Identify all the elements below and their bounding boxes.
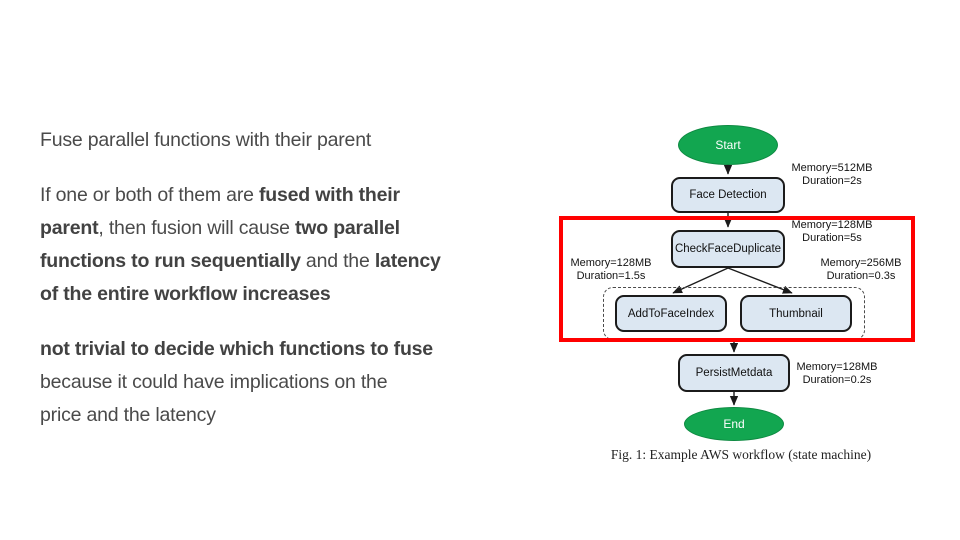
text-segment: price and the latency <box>40 404 216 426</box>
face-detection-duration: Duration=2s <box>802 175 862 187</box>
thumbnail-node: Thumbnail <box>740 295 852 332</box>
check-face-duplicate-label: CheckFaceDuplicate <box>674 243 782 255</box>
text-line: price and the latency <box>40 399 520 432</box>
bold-text-segment: parent <box>40 217 99 239</box>
thumbnail-label: Thumbnail <box>769 307 823 320</box>
add-to-face-index-node: AddToFaceIndex <box>615 295 727 332</box>
add-to-face-index-duration: Duration=1.5s <box>576 270 646 282</box>
start-node-label: Start <box>715 138 741 152</box>
text-line: not trivial to decide which functions to… <box>40 333 520 366</box>
face-detection-node: Face Detection <box>671 177 785 213</box>
text-segment: Fuse parallel functions with their paren… <box>40 129 372 151</box>
persist-metdata-label: PersistMetdata <box>695 367 773 379</box>
text-segment: because it could have implications on th… <box>40 371 388 393</box>
diagram-arrows <box>672 164 793 406</box>
start-node: Start <box>678 125 778 165</box>
check-face-duplicate-duration: Duration=5s <box>802 232 862 244</box>
bold-text-segment: not trivial to decide which functions to… <box>40 338 433 360</box>
text-line: of the entire workflow increases <box>40 278 520 311</box>
add-to-face-index-memory: Memory=128MB <box>570 257 652 269</box>
add-to-face-index-annotation: Memory=128MB Duration=1.5s <box>570 257 651 283</box>
arrow-check-face-duplicate-to-thumbnail <box>727 267 793 294</box>
arrow-check-face-duplicate-to-add-to-face-index <box>672 267 729 294</box>
end-node-label: End <box>723 417 745 431</box>
thumbnail-duration: Duration=0.3s <box>826 270 896 282</box>
bold-text-segment: two parallel <box>295 217 400 239</box>
check-face-duplicate-memory: Memory=128MB <box>791 219 873 231</box>
thumbnail-memory: Memory=256MB <box>820 257 902 269</box>
left-text: Fuse parallel functions with their paren… <box>40 124 520 432</box>
text-line: If one or both of them are fused with th… <box>40 179 520 212</box>
bold-text-segment: latency <box>374 250 441 272</box>
text-line: Fuse parallel functions with their paren… <box>40 124 520 157</box>
check-face-duplicate-node: CheckFaceDuplicate <box>671 230 785 268</box>
text-segment: , then fusion will cause <box>98 217 296 239</box>
text-segment: and the <box>300 250 375 272</box>
face-detection-label: Face Detection <box>689 189 767 201</box>
persist-metdata-duration: Duration=0.2s <box>802 374 872 386</box>
text-line: parent, then fusion will cause two paral… <box>40 212 520 245</box>
add-to-face-index-label: AddToFaceIndex <box>627 307 715 320</box>
thumbnail-annotation: Memory=256MB Duration=0.3s <box>820 257 901 283</box>
end-node: End <box>684 407 784 441</box>
paragraph-1: Fuse parallel functions with their paren… <box>40 124 520 157</box>
persist-metdata-memory: Memory=128MB <box>796 361 878 373</box>
paragraph-2: If one or both of them are fused with th… <box>40 179 520 311</box>
text-segment: If one or both of them are <box>40 184 259 206</box>
persist-metdata-node: PersistMetdata <box>678 354 790 392</box>
bold-text-segment: functions to run sequentially <box>40 250 301 272</box>
bold-text-segment: fused with their <box>258 184 400 206</box>
check-face-duplicate-annotation: Memory=128MB Duration=5s <box>791 219 872 245</box>
paragraph-3: not trivial to decide which functions to… <box>40 333 520 432</box>
persist-metdata-annotation: Memory=128MB Duration=0.2s <box>796 361 877 387</box>
figure-caption: Fig. 1: Example AWS workflow (state mach… <box>610 447 872 462</box>
face-detection-memory: Memory=512MB <box>791 162 873 174</box>
text-line: functions to run sequentially and the la… <box>40 245 520 278</box>
face-detection-annotation: Memory=512MB Duration=2s <box>791 162 872 188</box>
text-line: because it could have implications on th… <box>40 366 520 399</box>
workflow-diagram: Start Face Detection Memory=512MB Durati… <box>555 110 960 480</box>
bold-text-segment: of the entire workflow increases <box>40 283 331 305</box>
